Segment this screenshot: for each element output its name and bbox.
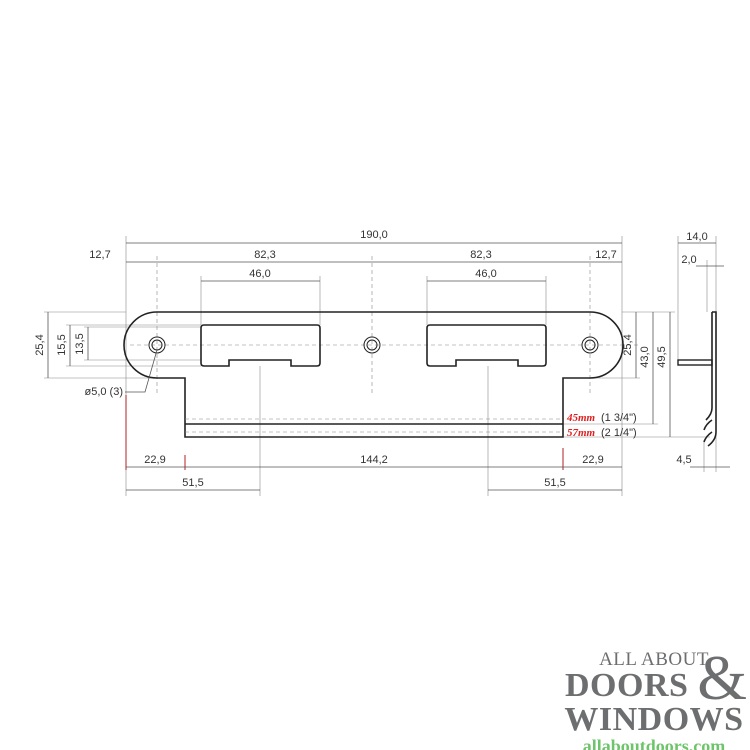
dimension-lines <box>47 242 730 491</box>
variant-57-metric: 57mm <box>567 427 596 439</box>
dim-overall-length: 190,0 <box>360 229 388 241</box>
dim-hole-spacing-left: 82,3 <box>254 249 275 261</box>
dim-side-thickness: 2,0 <box>681 254 696 266</box>
dim-slot-width-right: 46,0 <box>475 268 496 280</box>
dim-plate-height-left: 25,4 <box>34 334 46 355</box>
logo-url: allaboutdoors.com <box>582 736 726 750</box>
dim-slot-width-left: 46,0 <box>249 268 270 280</box>
dim-lip-length: 144,2 <box>360 454 388 466</box>
logo-line2: DOORS <box>565 667 689 704</box>
screw-hole-center <box>363 336 381 354</box>
dim-hole-diameter: ø5,0 (3) <box>84 386 123 398</box>
latch-slot-right <box>426 324 547 367</box>
latch-slot-left <box>200 324 321 367</box>
dim-hole-spacing-right: 82,3 <box>470 249 491 261</box>
logo-line1: ALL ABOUT <box>599 649 709 670</box>
red-reference-lines <box>125 395 564 470</box>
dim-lip-offset-right: 22,9 <box>582 454 603 466</box>
dim-plate-height-right: 25,4 <box>622 334 634 355</box>
brand-logo: ALL ABOUT DOORS WINDOWS allaboutdoors.co… <box>563 646 747 750</box>
variant-45-imperial: (1 3/4") <box>601 412 637 424</box>
dim-height-45: 43,0 <box>639 346 651 367</box>
strike-plate-outline <box>123 311 624 438</box>
logo-ampersand: & <box>697 642 747 713</box>
dim-end-to-hole-left: 12,7 <box>89 249 110 261</box>
screw-holes <box>148 336 599 354</box>
hole-leader <box>125 349 158 393</box>
dim-height-57: 49,5 <box>656 346 668 367</box>
variant-45-metric: 45mm <box>566 412 596 424</box>
dim-side-depth: 14,0 <box>686 231 707 243</box>
extension-lines <box>44 236 717 496</box>
variant-57-imperial: (2 1/4") <box>601 427 637 439</box>
logo-line3: WINDOWS <box>564 701 744 738</box>
dim-side-hook: 4,5 <box>676 454 691 466</box>
dim-end-to-hole-right: 12,7 <box>595 249 616 261</box>
dim-slot-inner-height: 13,5 <box>74 333 86 354</box>
dim-lip-offset-left: 22,9 <box>144 454 165 466</box>
dim-slot-center-left: 51,5 <box>182 477 203 489</box>
screw-hole-left <box>148 336 166 354</box>
dim-slot-height: 15,5 <box>56 334 68 355</box>
screw-hole-right <box>581 336 599 354</box>
dim-slot-center-right: 51,5 <box>544 477 565 489</box>
side-view <box>677 311 717 447</box>
